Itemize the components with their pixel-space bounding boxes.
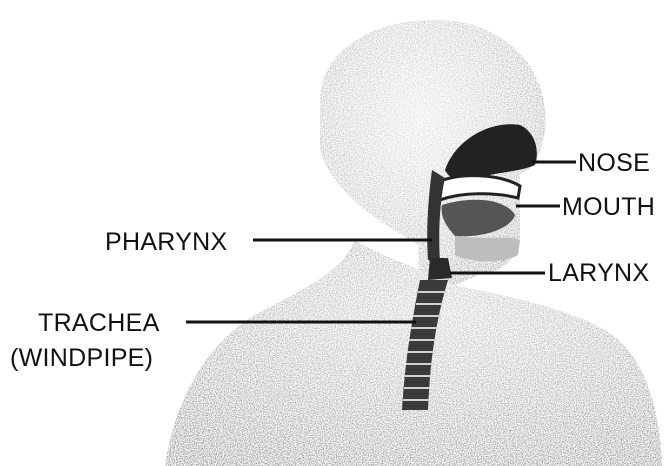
label-mouth: MOUTH [562, 193, 655, 221]
label-pharynx: PHARYNX [105, 228, 228, 256]
label-nose: NOSE [578, 149, 650, 177]
larynx-shape [428, 258, 452, 280]
label-windpipe: (WINDPIPE) [10, 344, 153, 372]
label-trachea: TRACHEA [38, 309, 160, 337]
label-larynx: LARYNX [548, 259, 649, 287]
lower-jaw [455, 236, 520, 261]
